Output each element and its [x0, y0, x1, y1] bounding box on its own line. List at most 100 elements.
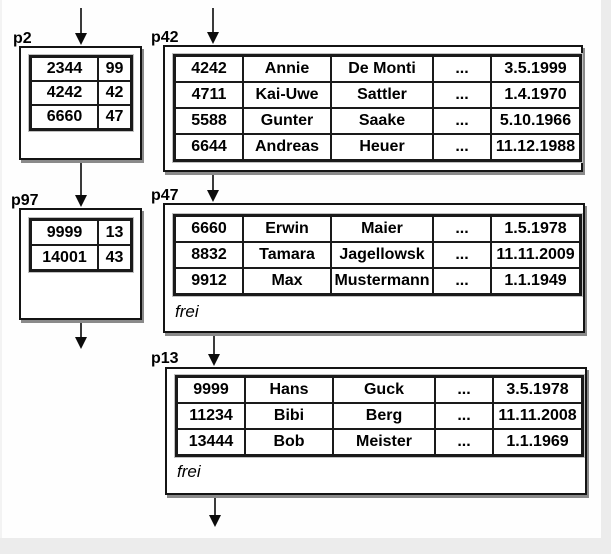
table-cell: ...	[435, 429, 493, 455]
table-cell: 2344	[31, 57, 98, 81]
table-cell: 4711	[175, 82, 243, 108]
table-cell: 6660	[31, 105, 98, 129]
table-cell: Maier	[331, 216, 433, 242]
arrow-top-to-p2	[75, 8, 87, 45]
table-cell: 5588	[175, 108, 243, 134]
table-cell: Mustermann	[331, 268, 433, 294]
table-cell: 43	[98, 245, 131, 270]
arrow-shaft	[212, 172, 214, 190]
table-cell: 11.11.2008	[493, 403, 582, 429]
arrowhead-down-icon	[75, 337, 87, 349]
table-cell: Saake	[331, 108, 433, 134]
table-cell: Heuer	[331, 134, 433, 160]
page-label-p97: p97	[11, 192, 39, 209]
table-cell: 9999	[31, 220, 98, 245]
arrow-p13-down	[209, 495, 221, 527]
table-cell: Tamara	[243, 242, 331, 268]
table-cell: ...	[435, 377, 493, 403]
table-cell: Guck	[333, 377, 435, 403]
table-cell: 1.5.1978	[491, 216, 580, 242]
arrowhead-down-icon	[75, 195, 87, 207]
table-cell: 13	[98, 220, 131, 245]
table-cell: 9999	[177, 377, 245, 403]
table-cell: 4242	[175, 56, 243, 82]
arrow-p2-to-p97	[75, 160, 87, 207]
table-cell: 1.1.1969	[493, 429, 582, 455]
table-cell: Berg	[333, 403, 435, 429]
table-cell: Gunter	[243, 108, 331, 134]
table-cell: ...	[433, 56, 491, 82]
page-label-p47: p47	[151, 187, 179, 204]
table-cell: 9912	[175, 268, 243, 294]
table-cell: 1.4.1970	[491, 82, 580, 108]
table-cell: ...	[433, 108, 491, 134]
table-cell: Max	[243, 268, 331, 294]
page-label-p13: p13	[151, 350, 179, 367]
arrowhead-down-icon	[75, 33, 87, 45]
table-cell: ...	[433, 134, 491, 160]
table-cell: 5.10.1966	[491, 108, 580, 134]
table-cell: 14001	[31, 245, 98, 270]
arrow-p97-down	[75, 320, 87, 349]
table-cell: 6644	[175, 134, 243, 160]
table-cell: Jagellowsk	[331, 242, 433, 268]
table-cell: 13444	[177, 429, 245, 455]
free-space-label: frei	[177, 462, 201, 481]
table-cell: 4242	[31, 81, 98, 105]
table-cell: 11.12.1988	[491, 134, 580, 160]
table-cell: ...	[433, 216, 491, 242]
arrow-top-to-p42	[207, 8, 219, 44]
table-cell: Hans	[245, 377, 333, 403]
table-cell: De Monti	[331, 56, 433, 82]
table-cell: Kai-Uwe	[243, 82, 331, 108]
arrow-shaft	[80, 160, 82, 195]
arrowhead-down-icon	[207, 32, 219, 44]
table-cell: Bob	[245, 429, 333, 455]
arrow-shaft	[212, 8, 214, 32]
arrow-p42-to-p47	[207, 172, 219, 202]
table-cell: 3.5.1978	[493, 377, 582, 403]
table-cell: 6660	[175, 216, 243, 242]
table-cell: 1.1.1949	[491, 268, 580, 294]
table-cell: 11.11.2009	[491, 242, 580, 268]
table-cell: 3.5.1999	[491, 56, 580, 82]
table-cell: ...	[433, 242, 491, 268]
free-space-label: frei	[175, 302, 199, 321]
table-cell: Meister	[333, 429, 435, 455]
table-cell: Erwin	[243, 216, 331, 242]
table-cell: Annie	[243, 56, 331, 82]
page-label-p2: p2	[13, 30, 32, 47]
bottom-margin-strip	[0, 538, 611, 554]
table-cell: 11234	[177, 403, 245, 429]
table-cell: Andreas	[243, 134, 331, 160]
page-label-p42: p42	[151, 29, 179, 46]
table-cell: 99	[98, 57, 131, 81]
table-cell: 42	[98, 81, 131, 105]
arrowhead-down-icon	[209, 515, 221, 527]
table-cell: ...	[435, 403, 493, 429]
left-margin-strip	[0, 0, 2, 554]
arrow-shaft	[80, 320, 82, 337]
arrow-shaft	[80, 8, 82, 33]
table-cell: Bibi	[245, 403, 333, 429]
arrow-p47-to-p13	[208, 333, 220, 366]
arrowhead-down-icon	[207, 190, 219, 202]
table-cell: Sattler	[331, 82, 433, 108]
right-margin-strip	[601, 0, 611, 554]
table-cell: ...	[433, 82, 491, 108]
arrow-shaft	[213, 333, 215, 354]
table-cell: 8832	[175, 242, 243, 268]
table-cell: ...	[433, 268, 491, 294]
arrow-shaft	[214, 495, 216, 515]
arrowhead-down-icon	[208, 354, 220, 366]
